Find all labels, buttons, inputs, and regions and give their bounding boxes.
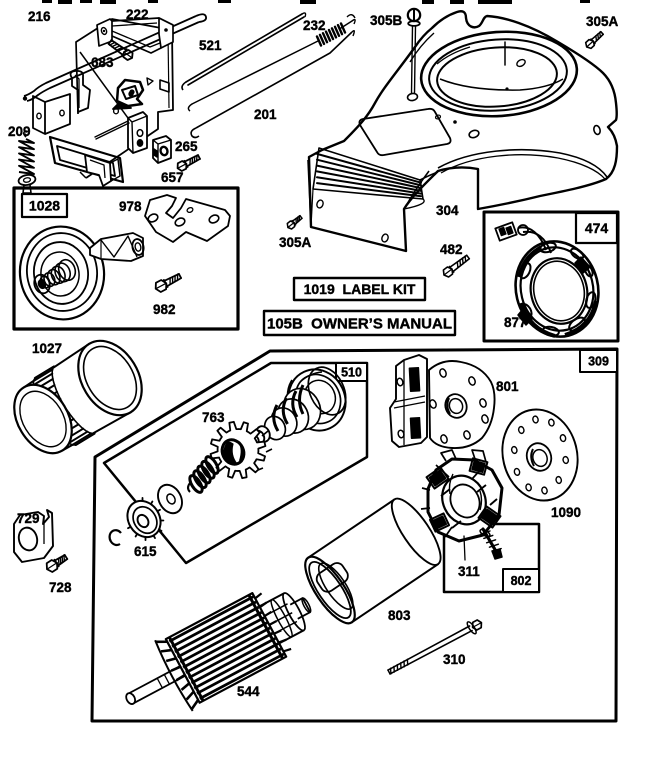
- svg-text:683: 683: [91, 55, 114, 70]
- svg-text:305A: 305A: [279, 235, 312, 250]
- svg-text:1090: 1090: [551, 505, 581, 520]
- svg-text:305A: 305A: [586, 14, 619, 29]
- svg-text:544: 544: [237, 684, 260, 699]
- svg-text:309: 309: [588, 355, 609, 369]
- svg-text:801: 801: [496, 379, 519, 394]
- svg-text:311: 311: [458, 564, 480, 579]
- svg-text:216: 216: [28, 9, 51, 24]
- svg-text:803: 803: [388, 608, 411, 623]
- svg-text:978: 978: [119, 199, 142, 214]
- svg-text:521: 521: [199, 38, 222, 53]
- svg-text:1027: 1027: [32, 341, 62, 356]
- svg-text:232: 232: [303, 18, 326, 33]
- svg-text:877: 877: [504, 315, 527, 330]
- svg-text:763: 763: [202, 410, 225, 425]
- svg-text:729: 729: [17, 511, 40, 526]
- svg-text:265: 265: [175, 139, 198, 154]
- svg-text:310: 310: [443, 652, 466, 667]
- svg-text:222: 222: [126, 7, 149, 22]
- svg-text:1028: 1028: [29, 198, 60, 214]
- svg-text:305B: 305B: [370, 13, 403, 28]
- svg-text:802: 802: [511, 574, 532, 588]
- svg-text:201: 201: [254, 107, 277, 122]
- svg-text:728: 728: [49, 580, 72, 595]
- svg-text:657: 657: [161, 170, 184, 185]
- svg-text:482: 482: [440, 242, 463, 257]
- svg-text:474: 474: [585, 220, 609, 236]
- svg-text:615: 615: [134, 544, 157, 559]
- svg-text:1019 LABEL KIT: 1019 LABEL KIT: [304, 281, 416, 297]
- svg-text:982: 982: [153, 302, 176, 317]
- svg-text:209: 209: [8, 124, 31, 139]
- svg-text:510: 510: [341, 366, 362, 380]
- svg-text:304: 304: [436, 203, 459, 218]
- svg-text:105B OWNER’S MANUAL: 105B OWNER’S MANUAL: [267, 315, 452, 332]
